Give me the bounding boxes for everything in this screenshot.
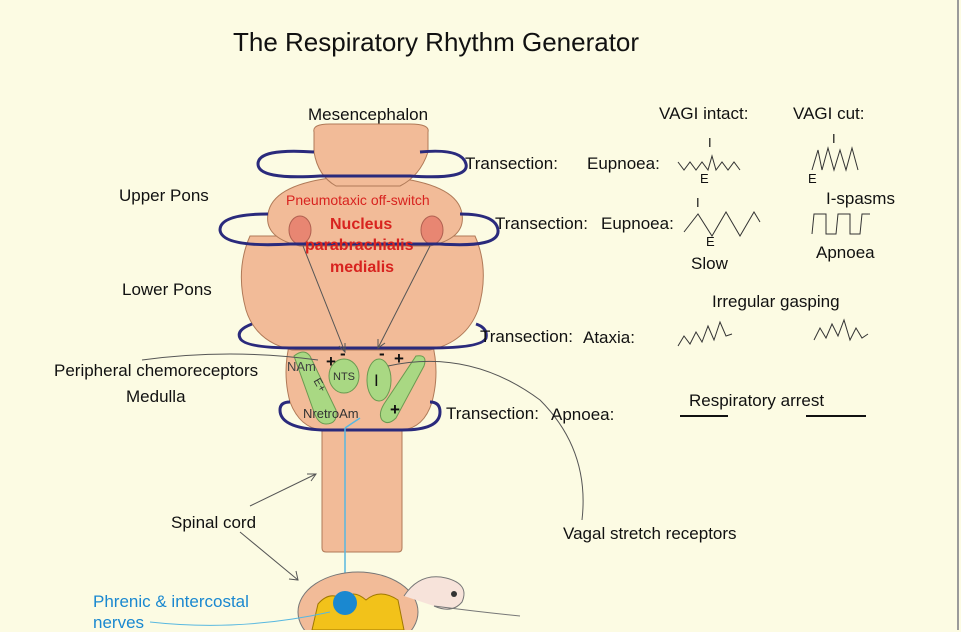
trace-label-e-1: E	[700, 171, 709, 186]
label-nucleus-3: medialis	[330, 259, 395, 276]
diagram-title: The Respiratory Rhythm Generator	[233, 27, 640, 57]
transection-2: Transection:	[495, 214, 588, 233]
motor-neuron-dot	[333, 591, 357, 615]
label-nts: NTS	[333, 371, 355, 383]
header-irregular-gasping: Irregular gasping	[712, 292, 840, 311]
state-ataxia: Ataxia:	[583, 328, 635, 347]
label-mesencephalon: Mesencephalon	[308, 105, 429, 124]
label-nucleus-1: Nucleus	[330, 216, 393, 233]
spinal-up-arrow	[249, 473, 317, 507]
trace-gasping-intact	[677, 320, 733, 347]
header-respiratory-arrest: Respiratory arrest	[689, 391, 825, 410]
trace-label-i-3: I	[696, 195, 700, 210]
chemoreceptor-line	[141, 353, 319, 361]
i-nucleus	[366, 358, 392, 402]
spinal-cross-section	[149, 571, 521, 630]
left-arrowhead	[338, 343, 346, 354]
phrenic-nerve-line	[149, 611, 331, 626]
sign-plus-1: +	[326, 352, 336, 371]
e-nucleus	[379, 355, 426, 424]
transection-3: Transection:	[480, 327, 573, 346]
right-parabrachial-nucleus	[420, 215, 444, 245]
lower-pons-body	[240, 235, 484, 351]
transection-4: Transection:	[446, 404, 539, 423]
sign-minus-1: -	[340, 344, 346, 363]
trace-eupnoea-intact	[677, 154, 741, 172]
breathing-traces	[677, 146, 870, 347]
trace-ispasm-cut	[811, 213, 870, 235]
label-spinal-cord: Spinal cord	[171, 513, 257, 532]
label-medulla: Medulla	[126, 387, 186, 406]
ring-4	[278, 400, 442, 432]
ring-1	[256, 149, 468, 179]
sign-plus-2: +	[394, 349, 404, 368]
state-apnoea: Apnoea:	[551, 405, 615, 424]
label-i-nucleus: I	[374, 371, 379, 390]
sign-minus-2: -	[379, 344, 385, 363]
ring-2	[218, 212, 500, 247]
dorsal-root-ganglion	[403, 576, 465, 610]
spinal-down-arrow	[239, 531, 299, 581]
ganglion-cell	[451, 591, 457, 597]
label-nretroam: NretroAm	[303, 406, 359, 421]
nam-nucleus	[293, 351, 337, 425]
trace-label-e-3: E	[706, 234, 715, 249]
label-lower-pons: Lower Pons	[122, 280, 212, 299]
vagal-stretch-line	[387, 360, 584, 521]
label-peripheral-chemoreceptors: Peripheral chemoreceptors	[54, 361, 259, 380]
note-apnoea: Apnoea	[816, 243, 875, 262]
trace-label-e-2: E	[808, 171, 817, 186]
label-vagal-stretch-receptors: Vagal stretch receptors	[563, 524, 737, 543]
trace-slow-intact	[683, 211, 761, 237]
column-vagi-intact: VAGI intact:	[659, 104, 749, 123]
right-arrowhead	[377, 339, 386, 349]
brainstem	[240, 123, 484, 553]
phrenic-connector	[344, 417, 361, 429]
spinal-down-arrowhead	[288, 570, 299, 581]
note-slow: Slow	[691, 254, 728, 273]
transection-1: Transection:	[465, 154, 558, 173]
nts-nucleus	[328, 358, 360, 394]
trace-gasping-cut	[813, 318, 869, 342]
pons-arrows	[302, 245, 431, 354]
note-i-spasms: I-spasms	[826, 189, 895, 208]
trace-label-i-2: I	[832, 131, 836, 146]
state-eupnoea-2: Eupnoea:	[601, 214, 674, 233]
right-inhibition-arrow	[377, 245, 431, 349]
left-inhibition-arrow	[302, 245, 346, 353]
cross-section-grey-matter	[311, 593, 405, 630]
column-vagi-cut: VAGI cut:	[793, 104, 865, 123]
trace-label-i-1: I	[708, 135, 712, 150]
label-phrenic-1: Phrenic & intercostal	[93, 592, 249, 611]
dorsal-root	[433, 605, 521, 617]
spinal-up-arrowhead	[307, 473, 317, 482]
sign-plus-3: +	[390, 400, 400, 419]
trace-eupnoea-cut	[811, 146, 859, 172]
state-eupnoea-1: Eupnoea:	[587, 154, 660, 173]
label-phrenic-2: nerves	[93, 613, 145, 632]
label-nam: NAm	[287, 359, 316, 374]
spinal-cord-column	[321, 424, 403, 553]
ring-3	[237, 322, 488, 350]
label-nucleus-2: parabrachialis	[305, 237, 414, 254]
spinal-arrows	[239, 473, 317, 581]
label-pneumotaxic: Pneumotaxic off-switch	[286, 192, 430, 208]
label-upper-pons: Upper Pons	[119, 186, 209, 205]
transection-rings	[218, 149, 500, 432]
